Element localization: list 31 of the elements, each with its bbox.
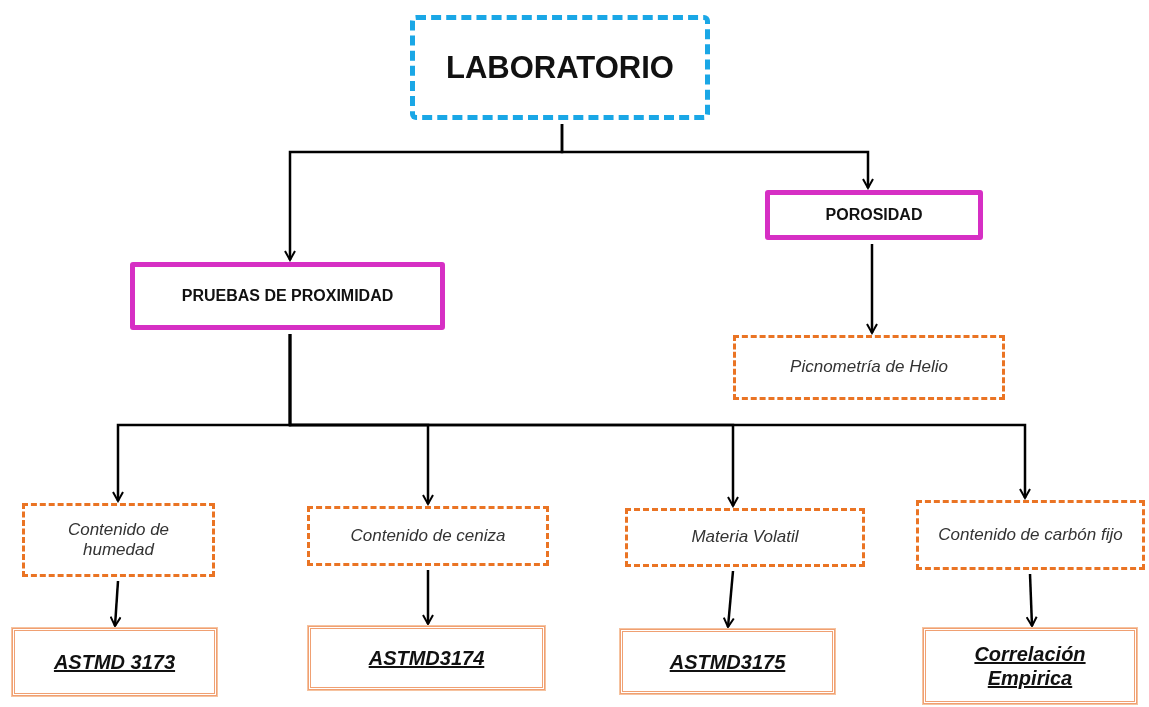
category-box [765, 190, 983, 240]
arrow [422, 570, 434, 625]
arrow [560, 124, 874, 189]
node-label: Materia Volatil [691, 527, 799, 548]
node-label: ASTMD 3173 [53, 650, 176, 674]
arrow [722, 570, 735, 628]
node-label: LABORATORIO [446, 48, 674, 87]
node-label: ASTMD3175 [669, 649, 786, 674]
standard-box [12, 628, 217, 696]
standard-box [923, 628, 1137, 704]
node-label: PRUEBAS DE PROXIMIDAD [181, 286, 394, 306]
arrow [866, 244, 878, 334]
standard-box [308, 626, 545, 690]
node-label: Picnometría de Helio [790, 357, 948, 378]
arrow [109, 580, 122, 627]
arrow [288, 334, 1031, 499]
node-label: Correlación Empirica [973, 642, 1087, 690]
arrow [1025, 573, 1038, 627]
node-label: ASTMD3174 [368, 646, 485, 670]
node-label: Contenido de ceniza [350, 525, 506, 547]
method-box [625, 508, 865, 567]
node-label: Contenido de carbón fijo [938, 524, 1123, 546]
method-box [22, 503, 215, 577]
category-box [130, 262, 445, 330]
standard-box [620, 629, 835, 694]
method-box [307, 506, 549, 566]
method-box [733, 335, 1005, 400]
process-box [410, 15, 710, 120]
node-label: Contenido de humedad [66, 519, 171, 561]
node-label: POROSIDAD [825, 205, 923, 225]
method-box [916, 500, 1145, 570]
